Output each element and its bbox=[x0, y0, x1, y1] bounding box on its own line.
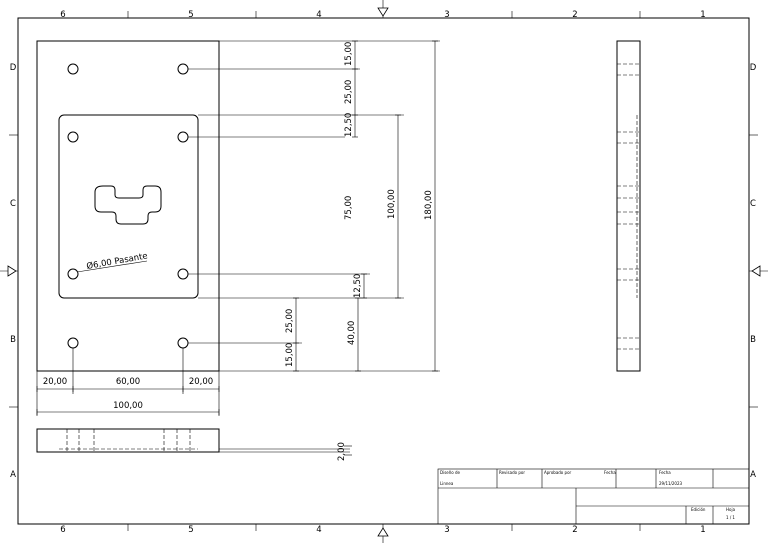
center-cutout bbox=[94, 185, 162, 225]
hole-right-3 bbox=[177, 268, 189, 280]
zone-col-4-bottom: 4 bbox=[316, 525, 321, 535]
sheet-border bbox=[17, 17, 750, 525]
dim-60: 60,00 bbox=[116, 377, 140, 387]
plate-outline bbox=[36, 40, 220, 372]
zone-row-b-right: B bbox=[750, 335, 756, 345]
zone-row-b-left: B bbox=[10, 335, 16, 345]
horizontal-dimension-lines bbox=[37, 388, 219, 413]
hole-right-4 bbox=[177, 337, 189, 349]
tb-edicion: Edición bbox=[691, 507, 706, 512]
zone-col-2-bottom: 2 bbox=[572, 525, 577, 535]
zone-row-a-left: A bbox=[10, 470, 16, 480]
zone-col-5-bottom: 5 bbox=[188, 525, 193, 535]
tb-hoja: Hoja bbox=[726, 507, 736, 512]
dim-25-bottom: 25,00 bbox=[285, 309, 295, 333]
hole-left-2 bbox=[67, 131, 79, 143]
bottom-view bbox=[36, 428, 350, 453]
dim-12-5-top: 12,50 bbox=[344, 113, 354, 137]
zone-col-5-top: 5 bbox=[188, 10, 193, 20]
bottom-view-outline bbox=[36, 428, 220, 453]
zone-row-a-right: A bbox=[750, 470, 756, 480]
zone-col-3-bottom: 3 bbox=[444, 525, 449, 535]
tb-aprobado-por: Aprobado por bbox=[544, 470, 572, 475]
side-view-outline bbox=[616, 40, 641, 372]
dim-100-vertical: 100,00 bbox=[387, 189, 397, 219]
zone-col-6-bottom: 6 bbox=[60, 525, 65, 535]
dim-20-left: 20,00 bbox=[43, 377, 67, 387]
dim-15-top: 15,00 bbox=[344, 42, 354, 66]
tb-disenado-por: Diseño de bbox=[440, 470, 461, 475]
tb-date: 29/11/2023 bbox=[659, 481, 683, 486]
hole-left-1 bbox=[67, 63, 79, 75]
dim-100-horizontal: 100,00 bbox=[113, 401, 143, 411]
dim-20-right: 20,00 bbox=[189, 377, 213, 387]
hole-right-1 bbox=[177, 63, 189, 75]
zone-col-2-top: 2 bbox=[572, 10, 577, 20]
hole-left-3 bbox=[67, 268, 79, 280]
title-block: Diseño de Revisado por Aprobado por Fech… bbox=[437, 468, 750, 525]
hole-left-4 bbox=[67, 337, 79, 349]
mounting-holes bbox=[67, 63, 189, 349]
tb-designer: Linnea bbox=[440, 481, 454, 486]
zone-row-c-right: C bbox=[750, 199, 756, 209]
dim-12-5-bottom: 12,50 bbox=[353, 274, 363, 298]
tb-fecha-label-1: Fecha bbox=[604, 470, 616, 475]
zone-row-d-right: D bbox=[750, 63, 757, 73]
hole-note: Ø6,00 Pasante bbox=[86, 250, 149, 272]
dim-2: 2,00 bbox=[337, 442, 347, 461]
zone-col-1-top: 1 bbox=[700, 10, 705, 20]
side-view bbox=[616, 40, 641, 372]
tb-hoja-value: 1 / 1 bbox=[726, 515, 735, 520]
dim-40: 40,00 bbox=[347, 321, 357, 345]
zone-col-4-top: 4 bbox=[316, 10, 321, 20]
front-view: Ø6,00 Pasante bbox=[36, 40, 220, 372]
recess-pocket bbox=[58, 114, 199, 299]
hole-right-2 bbox=[177, 131, 189, 143]
dim-75: 75,00 bbox=[344, 196, 354, 220]
zone-col-3-top: 3 bbox=[444, 10, 449, 20]
extension-lines bbox=[36, 40, 440, 416]
zone-row-c-left: C bbox=[10, 199, 16, 209]
zone-row-d-left: D bbox=[10, 63, 17, 73]
tb-revisado-por: Revisado por bbox=[499, 470, 525, 475]
hole-note-leader bbox=[76, 260, 148, 273]
tb-fecha-label-2: Fecha bbox=[659, 470, 671, 475]
zone-col-6-top: 6 bbox=[60, 10, 65, 20]
dim-180: 180,00 bbox=[424, 190, 434, 220]
dim-15-bottom: 15,00 bbox=[285, 343, 295, 367]
dim-25-top: 25,00 bbox=[344, 80, 354, 104]
zone-col-1-bottom: 1 bbox=[700, 525, 705, 535]
vertical-dimension-lines bbox=[295, 41, 436, 371]
zone-ticks bbox=[9, 11, 758, 531]
